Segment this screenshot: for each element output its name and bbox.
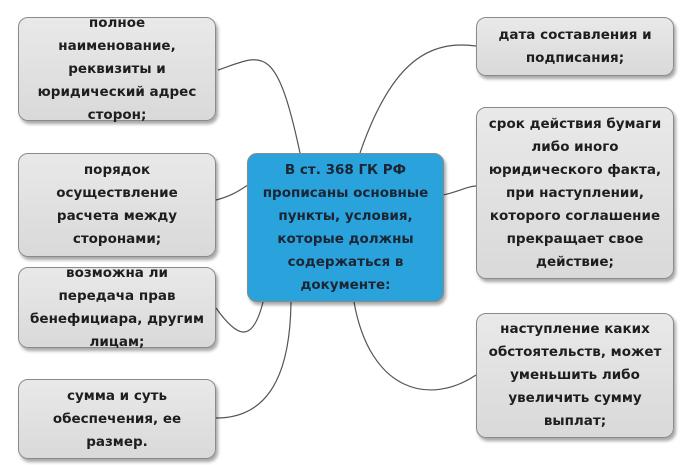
node-parties-text: полное наименование, реквизиты и юридиче… [37,14,197,123]
node-payment-order: порядок осуществление расчета между стор… [18,153,216,257]
connector-date [359,44,477,154]
center-node-text: В ст. 368 ГК РФ прописаны основные пункт… [262,161,429,293]
connector-payment-order [215,184,249,201]
node-payment-order-text: порядок осуществление расчета между стор… [56,162,178,247]
connector-amount [215,301,292,419]
node-transfer-rights-text: возможна ли передача прав бенефициара, д… [29,264,204,350]
node-date: дата составления и подписания; [476,17,674,76]
node-amount-text: сумма и суть обеспечения, ее размер. [52,387,182,450]
connector-transfer-rights [215,301,264,333]
node-circumstances: наступление каких обстоятельств, может у… [476,313,674,438]
node-circumstances-text: наступление каких обстоятельств, может у… [488,321,662,429]
node-validity-text: срок действия бумаги либо иного юридичес… [488,115,662,270]
node-amount: сумма и суть обеспечения, ее размер. [18,379,216,459]
node-parties: полное наименование, реквизиты и юридиче… [18,15,216,123]
node-date-text: дата составления и подписания; [498,26,652,66]
connector-parties [217,59,301,154]
node-transfer-rights: возможна ли передача прав бенефициара, д… [18,265,216,350]
node-validity: срок действия бумаги либо иного юридичес… [476,107,674,279]
connector-validity [442,185,477,196]
center-node: В ст. 368 ГК РФ прописаны основные пункт… [247,153,444,302]
connector-circumstances [353,301,477,391]
